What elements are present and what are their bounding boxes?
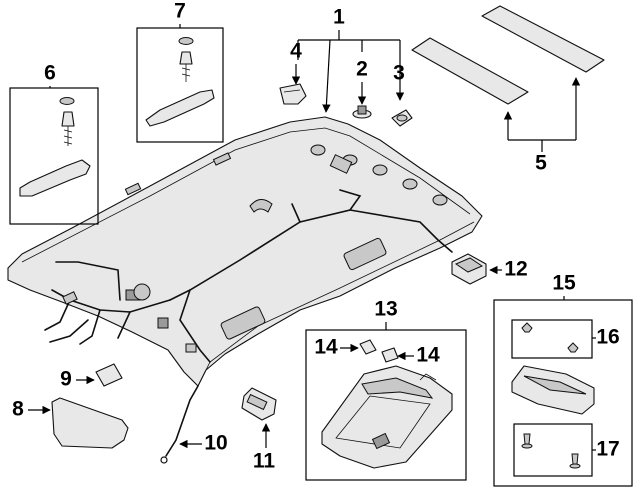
- callout-13: 13: [374, 298, 397, 321]
- clip: [185, 343, 197, 353]
- part-16-box: [511, 319, 593, 359]
- callout-8: 8: [12, 398, 24, 421]
- part-6-box: [9, 87, 99, 225]
- part-17-box: [513, 423, 593, 477]
- callout-14b: 14: [416, 344, 440, 367]
- clip: [124, 182, 142, 196]
- part-5-insulator-pads: [411, 5, 605, 105]
- part-3-plug: [391, 109, 413, 127]
- console-opening: [220, 306, 266, 340]
- callout-9: 9: [60, 368, 72, 391]
- callout-6: 6: [44, 62, 56, 85]
- part-8-sun-visor: [51, 397, 129, 449]
- callout-1: 1: [333, 6, 345, 29]
- part-7-box: [136, 27, 224, 143]
- map-light-opening: [343, 237, 387, 271]
- part-15-lamp-assembly: [511, 365, 595, 415]
- grommet: [133, 283, 151, 301]
- callout-2: 2: [356, 58, 368, 81]
- part-17-screws: [521, 433, 581, 469]
- headliner-panel: [7, 116, 483, 387]
- part-14-bulb-b: [381, 347, 399, 363]
- callout-11: 11: [253, 450, 276, 473]
- part-13-box: [305, 329, 467, 481]
- clip: [62, 291, 78, 305]
- callout-14a: 14: [314, 336, 338, 359]
- part-4-clip: [279, 83, 307, 105]
- part-6-grab-handle: [19, 97, 91, 197]
- callout-7: 7: [174, 0, 186, 23]
- callout-4: 4: [290, 40, 302, 63]
- callout-3: 3: [393, 62, 405, 85]
- part-7-grab-handle: [145, 37, 215, 127]
- leader-1: [298, 30, 400, 41]
- part-9-visor-clip: [95, 363, 123, 387]
- part-13-overhead-console: [321, 365, 453, 469]
- leader-1-to-headliner: [322, 39, 331, 113]
- callout-12: 12: [504, 258, 527, 281]
- part-12-lamp: [451, 253, 487, 285]
- callout-16: 16: [596, 326, 619, 349]
- clip: [212, 152, 232, 166]
- part-15-box: [493, 299, 633, 487]
- callout-10: 10: [204, 432, 227, 455]
- clip: [157, 317, 169, 329]
- part-11-lamp: [241, 387, 277, 421]
- part-2-retainer: [352, 105, 372, 119]
- part-14-bulb-a: [359, 339, 377, 355]
- part-16-clips: [521, 322, 579, 353]
- callout-5: 5: [535, 152, 547, 175]
- part-10-wire-end: [160, 456, 168, 464]
- part-10-wire: [165, 385, 199, 457]
- dome-lamp-opening: [249, 199, 273, 213]
- headliner-rear-recesses: [310, 144, 448, 206]
- callout-17: 17: [596, 438, 619, 461]
- callout-15: 15: [552, 272, 576, 295]
- leader-5-bar: [508, 139, 576, 152]
